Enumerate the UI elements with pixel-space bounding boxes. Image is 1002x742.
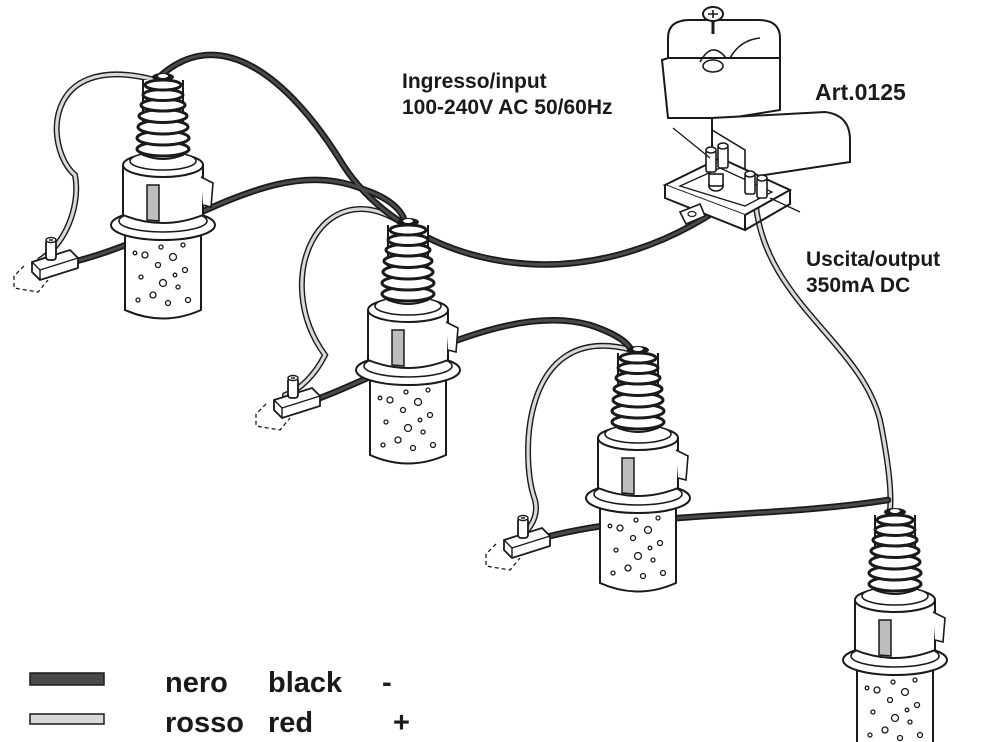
legend: nero black - rosso red + [29,667,410,739]
led-downlight-icon [354,216,462,465]
wires [37,51,894,549]
legend-sign-black: - [382,667,392,699]
screw-icon [702,6,724,34]
legend-swatch-black [29,672,105,686]
legend-en-black: black [268,667,343,699]
led-downlight-icon [584,344,692,593]
led-downlight-icon [109,71,217,320]
legend-sign-red: + [393,707,410,739]
terminal-block-icon [485,514,551,571]
terminal-block-icon [13,236,79,293]
article-label: Art.0125 [815,79,906,105]
input-label: Ingresso/input [402,70,547,93]
legend-item-black: nero black - [29,667,392,699]
legend-swatch-red [29,713,105,725]
output-label: Uscita/output [806,248,940,271]
led-driver-icon [660,6,851,232]
legend-item-red: rosso red + [29,707,410,739]
legend-en-red: red [268,707,313,739]
legend-it-black: nero [165,667,228,699]
terminal-block-icon [255,374,321,431]
output-current-label: 350mA DC [806,274,910,297]
led-downlight-icon [841,506,949,742]
input-voltage-label: 100-240V AC 50/60Hz [402,96,613,119]
legend-it-red: rosso [165,707,244,739]
leader-lines [672,127,801,213]
